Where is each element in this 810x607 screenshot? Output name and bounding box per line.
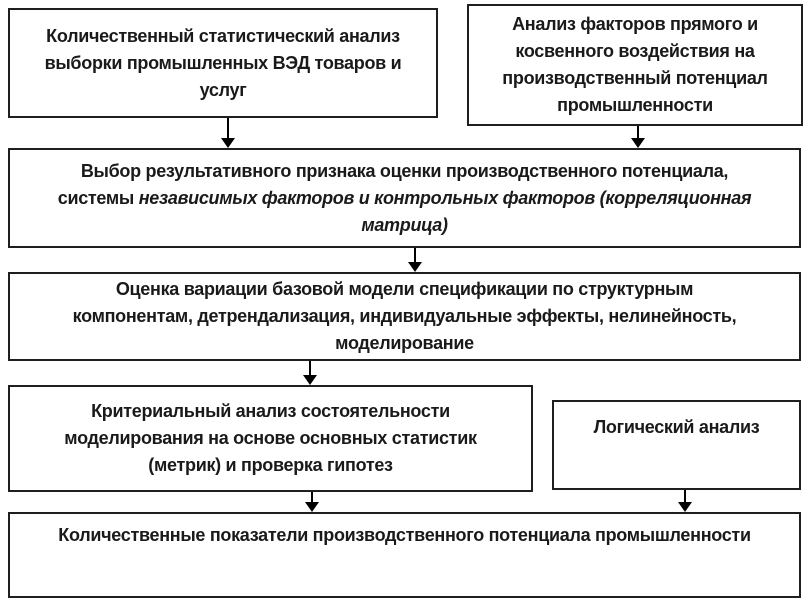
arrow-head-icon [305,502,319,512]
arrow-stem [414,248,416,262]
box-quantitative-indicators-label: Количественные показатели производственн… [58,525,751,545]
box-quantitative-indicators: Количественные показатели производственн… [8,512,801,598]
arrow-head-icon [221,138,235,148]
arrow-stem [637,126,639,138]
box-criteria-analysis: Критериальный анализ состоятельности мод… [8,385,533,492]
arrow-head-icon [678,502,692,512]
feature-selection-regular-text: Выбор результативного признака оценки пр… [57,160,729,208]
flow-arrow-stat-to-selection [221,118,235,148]
box-logical-analysis-label: Логический анализ [593,417,760,437]
box-direct-indirect-factor-analysis: Анализ факторов прямого и косвенного воз… [467,4,803,126]
arrow-head-icon [303,375,317,385]
box-logical-analysis: Логический анализ [552,400,801,490]
flow-arrow-criteria-to-indicators [305,492,319,512]
arrow-stem [227,118,229,138]
box-criteria-analysis-label: Критериальный анализ состоятельности мод… [64,401,477,475]
box-quantitative-statistical-analysis: Количественный статистический анализ выб… [8,8,438,118]
arrow-stem [311,492,313,502]
box-variation-assessment: Оценка вариации базовой модели специфика… [8,272,801,361]
feature-selection-italic-text: независимых факторов и контрольных факто… [138,187,752,235]
box-quantitative-statistical-analysis-label: Количественный статистический анализ выб… [44,25,402,100]
arrow-head-icon [631,138,645,148]
flow-arrow-selection-to-variation [408,248,422,272]
box-direct-indirect-factor-analysis-label: Анализ факторов прямого и косвенного воз… [502,14,768,115]
flow-arrow-factors-to-selection [631,126,645,148]
arrow-head-icon [408,262,422,272]
arrow-stem [684,490,686,502]
box-feature-selection-label: Выбор результативного признака оценки пр… [22,158,787,239]
box-feature-selection: Выбор результативного признака оценки пр… [8,148,801,248]
flow-arrow-logical-to-indicators [678,490,692,512]
arrow-stem [309,361,311,375]
flow-arrow-variation-to-criteria [303,361,317,385]
box-variation-assessment-label: Оценка вариации базовой модели специфика… [72,279,737,353]
